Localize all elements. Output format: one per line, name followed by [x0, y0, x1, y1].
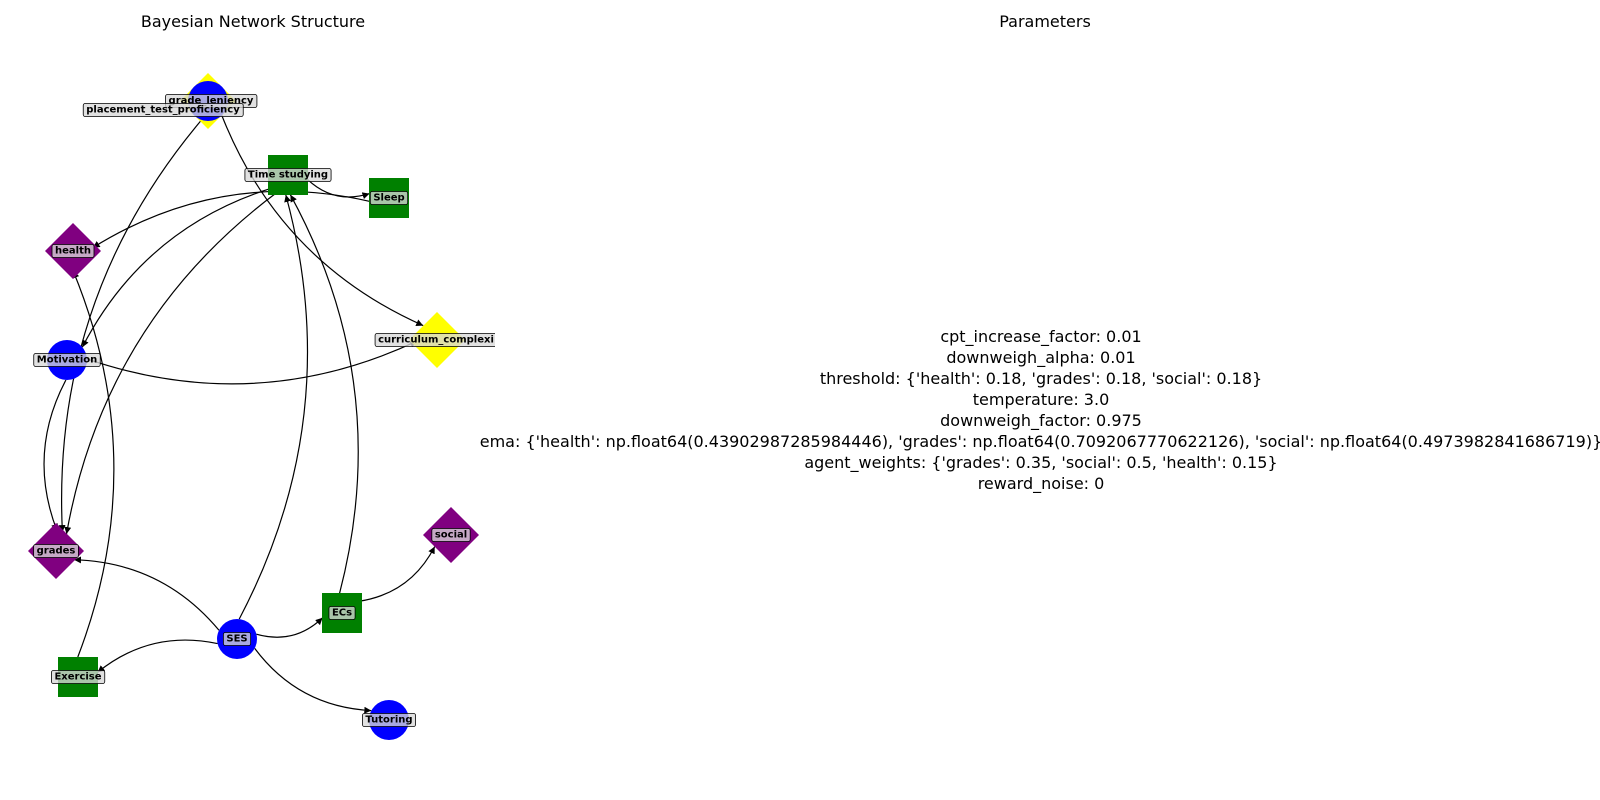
node-label-tutoring: Tutoring — [362, 713, 416, 727]
edge-motivation-to-grades — [43, 379, 67, 532]
parameter-line: downweigh_factor: 0.975 — [940, 411, 1142, 430]
node-label-curriculum_complexity: curriculum_complexi — [374, 333, 495, 347]
node-label-text: social — [435, 530, 467, 541]
edge-motivation-to-curriculum_complexity — [86, 340, 418, 385]
edges-layer — [43, 115, 436, 714]
node-label-box — [222, 632, 252, 646]
edge-ecs-to-social — [358, 546, 436, 602]
node-label-box — [33, 544, 79, 558]
parameter-line: temperature: 3.0 — [972, 390, 1110, 409]
node-label-box — [51, 244, 95, 258]
parameters-panel-title: Parameters — [999, 12, 1091, 31]
node-label-box — [374, 333, 495, 347]
node-label-box — [369, 191, 409, 205]
bayesian-network-graph: grade_leniencyplacement_test_proficiency… — [28, 73, 495, 740]
node-label-text: grades — [37, 546, 76, 557]
parameter-line: cpt_increase_factor: 0.01 — [940, 327, 1142, 346]
node-label-text: Exercise — [54, 672, 101, 683]
node-label-text: curriculum_complexi — [378, 335, 494, 346]
edge-ecs-to-time_studying — [289, 194, 359, 594]
edge-exercise-to-health — [72, 270, 115, 658]
graph-panel-title: Bayesian Network Structure — [140, 12, 366, 31]
node-label-text: Time studying — [248, 170, 328, 181]
node-label-box — [33, 353, 101, 367]
parameters-list: cpt_increase_factor: 0.01 downweigh_alpha… — [470, 326, 1600, 494]
node-label-text: Sleep — [373, 193, 404, 204]
node-label-placement_test_proficiency: placement_test_proficiency — [82, 103, 244, 117]
node-label-box — [431, 528, 471, 542]
edge-ses-to-exercise — [97, 639, 218, 673]
parameter-line: reward_noise: 0 — [977, 474, 1105, 493]
edge-time_studying-to-motivation — [81, 187, 273, 348]
node-label-ecs: ECs — [328, 606, 356, 620]
edge-placement_test_proficiency-to-curriculum_complexity — [221, 115, 424, 327]
parameter-line: downweigh_alpha: 0.01 — [946, 348, 1136, 367]
node-label-time_studying: Time studying — [244, 168, 332, 182]
edge-ses-to-grades — [73, 556, 220, 631]
node-label-box — [82, 103, 244, 117]
node-label-text: placement_test_proficiency — [86, 105, 240, 116]
node-label-box — [328, 606, 356, 620]
node-label-text: Motivation — [37, 355, 98, 366]
node-label-sleep: Sleep — [369, 191, 409, 205]
node-label-text: health — [55, 246, 91, 257]
node-label-box — [244, 168, 332, 182]
edge-time_studying-to-grades — [64, 191, 278, 535]
edge-grade_leniency-to-grades — [58, 119, 203, 533]
edge-ses-to-tutoring — [254, 648, 372, 714]
parameter-line: agent_weights: {'grades': 0.35, 'social'… — [804, 453, 1278, 472]
node-label-motivation: Motivation — [33, 353, 101, 367]
node-label-text: SES — [226, 634, 247, 645]
edge-ses-to-ecs — [256, 617, 324, 638]
node-label-social: social — [431, 528, 471, 542]
edge-sleep-to-health — [92, 190, 370, 249]
labels-layer: grade_leniencyplacement_test_proficiency… — [33, 94, 495, 727]
node-label-grades: grades — [33, 544, 79, 558]
node-label-box — [362, 713, 416, 727]
parameter-line: threshold: {'health': 0.18, 'grades': 0.… — [819, 369, 1263, 388]
node-label-box — [51, 670, 106, 684]
edge-time_studying-to-sleep — [307, 178, 370, 200]
node-label-exercise: Exercise — [51, 670, 106, 684]
node-label-health: health — [51, 244, 95, 258]
node-label-text: ECs — [332, 608, 352, 619]
node-label-ses: SES — [222, 632, 252, 646]
edge-ses-to-time_studying — [238, 194, 309, 620]
node-label-text: grade_leniency — [169, 96, 254, 107]
parameter-line: ema: {'health': np.float64(0.43902987285… — [479, 432, 1600, 451]
node-label-text: Tutoring — [365, 715, 412, 726]
